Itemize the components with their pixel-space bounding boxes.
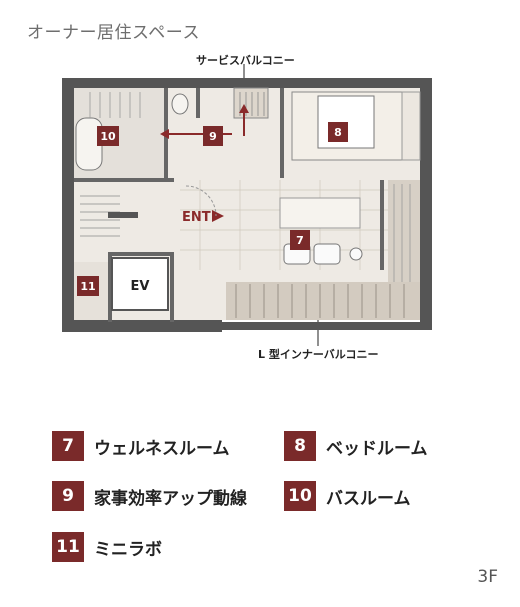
legend-badge-10: 10: [284, 481, 316, 511]
marker-7-text: 7: [296, 234, 304, 247]
entrance-arrow-icon: [212, 210, 224, 222]
marker-7: [290, 230, 310, 250]
exterior-walls: [62, 78, 432, 332]
legend-badge-7: 7: [52, 431, 84, 461]
arrow-left-icon: [160, 129, 169, 139]
marker-8-text: 8: [334, 126, 342, 139]
plan-markers: [77, 122, 348, 296]
page-title: オーナー居住スペース: [27, 23, 200, 43]
legend-item-8: 8 ベッドルーム: [284, 431, 428, 461]
legend-badge-9: 9: [52, 481, 84, 511]
legend-label-10: バスルーム: [326, 488, 411, 509]
marker-10: [97, 126, 119, 146]
entrance-label: ENT: [182, 210, 211, 225]
marker-11: [77, 276, 99, 296]
legend-badge-11: 11: [52, 532, 84, 562]
marker-10-text: 10: [100, 130, 116, 143]
inner-balcony-callout: L 型インナーバルコニー: [258, 348, 379, 361]
service-balcony-callout: サービスバルコニー: [196, 54, 295, 67]
legend-item-10: 10 バスルーム: [284, 481, 411, 511]
legend-label-11: ミニラボ: [94, 539, 162, 560]
marker-8: [328, 122, 348, 142]
elevator-label: EV: [131, 279, 150, 294]
stairs: [80, 195, 120, 237]
wellness-mat: [279, 197, 361, 229]
marker-9: [203, 126, 223, 146]
sofa-right: [313, 243, 341, 265]
toilet: [171, 93, 189, 115]
marker-11-text: 11: [80, 280, 95, 293]
legend-label-8: ベッドルーム: [326, 438, 428, 459]
legend-badge-8: 8: [284, 431, 316, 461]
stair-landing: [108, 212, 138, 218]
inner-balcony: [226, 282, 420, 320]
arrow-up-icon: [239, 104, 249, 113]
legend-item-11: 11 ミニラボ: [52, 532, 162, 562]
service-balcony: [233, 87, 269, 119]
legend-item-7: 7 ウェルネスルーム: [52, 431, 230, 461]
legend-label-7: ウェルネスルーム: [94, 438, 230, 459]
marker-9-text: 9: [209, 130, 217, 143]
side-table: [349, 247, 363, 261]
bath-hatching: [89, 92, 141, 118]
bedroom-closet: [401, 91, 421, 161]
elevator-shaft: [111, 257, 169, 311]
door-swing: [185, 185, 217, 217]
legend-item-9: 9 家事効率アップ動線: [52, 481, 247, 511]
floor-label: 3F: [477, 567, 498, 587]
legend-label-9: 家事効率アップ動線: [94, 488, 247, 509]
